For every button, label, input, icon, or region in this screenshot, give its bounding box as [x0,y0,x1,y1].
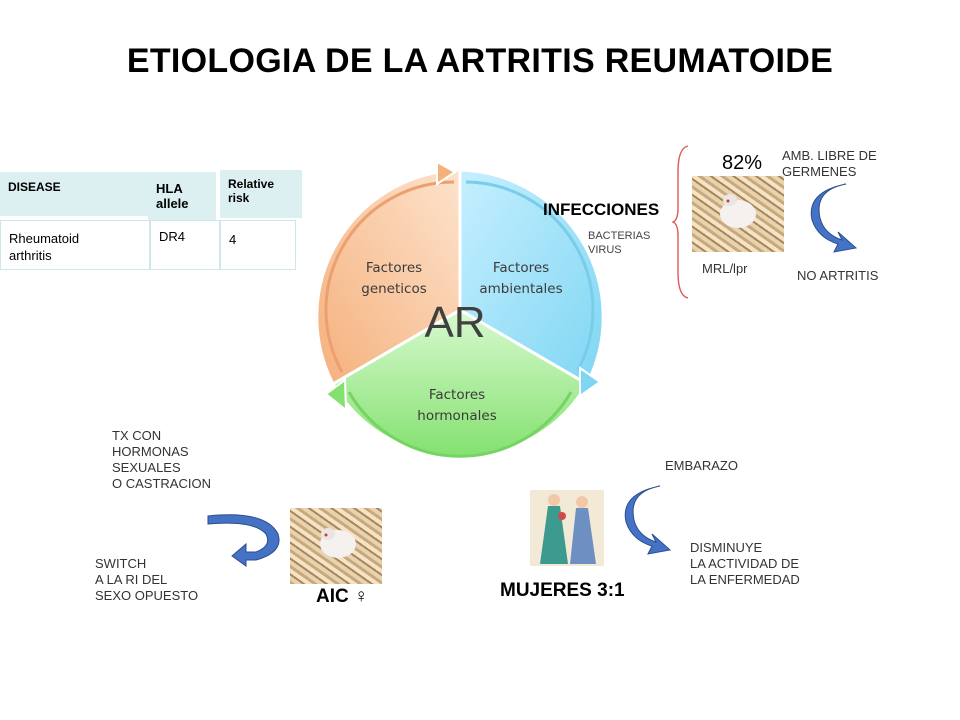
arrowhead-orange [436,160,457,186]
women-illustration-icon [530,490,604,566]
switch-label: SWITCH A LA RI DEL SEXO OPUESTO [95,556,199,603]
curved-arrow-right-icon [624,485,672,555]
table-cell-risk: 4 [220,220,296,270]
no-arthritis-label: NO ARTRITIS [797,268,879,283]
pregnancy-label: EMBARAZO [665,458,738,473]
infections-percent: 82% [722,152,763,174]
arrowhead-green [324,378,348,413]
segment-geneticos [315,168,462,387]
aic-label: AIC ♀ [316,586,369,607]
infections-title: INFECCIONES [543,200,660,219]
women-ratio-label: MUJERES 3:1 [500,580,625,601]
brace-shape [672,145,689,299]
mouse-icon [320,528,356,558]
mrl-mouse-image [692,176,784,252]
mouse-icon [720,194,756,228]
disease-decrease-label: DISMINUYE LA ACTIVIDAD DE LA ENFERMEDAD [690,540,800,587]
germ-free-label: AMB. LIBRE DE GERMENES [782,148,877,179]
page-title: ETIOLOGIA DE LA ARTRITIS REUMATOIDE [126,42,834,80]
table-header-hla: HLA allele [148,172,216,222]
hla-table: DISEASE HLA allele Relative risk Rheumat… [0,170,305,270]
table-header-disease: DISEASE [0,172,148,216]
aic-mouse-image [290,508,382,584]
cycle-center-label: AR [424,298,485,347]
women-image [528,484,606,572]
table-header-risk: Relative risk [220,170,302,218]
mouse-label: MRL/lpr [702,261,748,276]
arrowhead-blue [579,366,602,398]
table-cell-allele: DR4 [150,220,220,270]
table-cell-disease: Rheumatoid arthritis [0,220,150,270]
hormone-treatment-label: TX CON HORMONAS SEXUALES O CASTRACION [112,428,211,491]
curved-arrow-icon [810,183,858,253]
infections-items: BACTERIAS VIRUS [588,230,651,256]
curved-arrow-left-icon [207,514,280,567]
